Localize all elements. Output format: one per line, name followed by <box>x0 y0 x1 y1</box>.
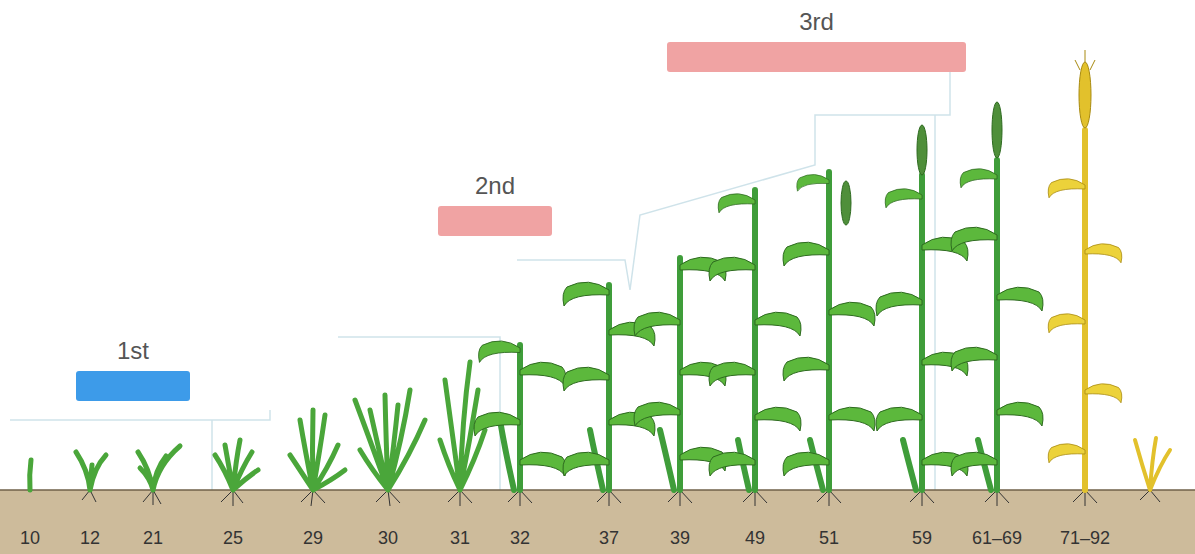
seedlings <box>30 362 485 490</box>
timing-bar <box>438 206 552 236</box>
growth-stage-number: 31 <box>450 528 470 548</box>
growth-stage-number: 49 <box>745 528 765 548</box>
soil <box>0 490 1195 554</box>
growth-stage-number: 39 <box>670 528 690 548</box>
growth-stage-number: 51 <box>819 528 839 548</box>
leaves <box>474 169 1122 476</box>
growth-stage-number: 12 <box>80 528 100 548</box>
spray-timing-bar: 1st <box>76 337 190 401</box>
timing-bar <box>76 371 190 401</box>
growth-stage-number: 25 <box>223 528 243 548</box>
timing-label: 1st <box>76 337 190 365</box>
spray-timing-bar: 3rd <box>667 8 966 72</box>
spray-timing-bar: 2nd <box>438 172 552 236</box>
growth-stage-number: 61–69 <box>972 528 1022 548</box>
growth-stage-number: 30 <box>378 528 398 548</box>
growth-stage-number: 10 <box>20 528 40 548</box>
growth-stage-number: 29 <box>303 528 323 548</box>
stage-outline <box>10 72 950 490</box>
growth-stage-number: 21 <box>143 528 163 548</box>
growth-stage-number: 37 <box>599 528 619 548</box>
growth-stage-number: 32 <box>510 528 530 548</box>
growth-stage-number: 71–92 <box>1060 528 1110 548</box>
timing-bar <box>667 42 966 72</box>
stems <box>500 130 1170 490</box>
timing-label: 2nd <box>438 172 552 200</box>
timing-label: 3rd <box>667 8 966 36</box>
ears <box>841 50 1095 225</box>
growth-stage-number: 59 <box>912 528 932 548</box>
